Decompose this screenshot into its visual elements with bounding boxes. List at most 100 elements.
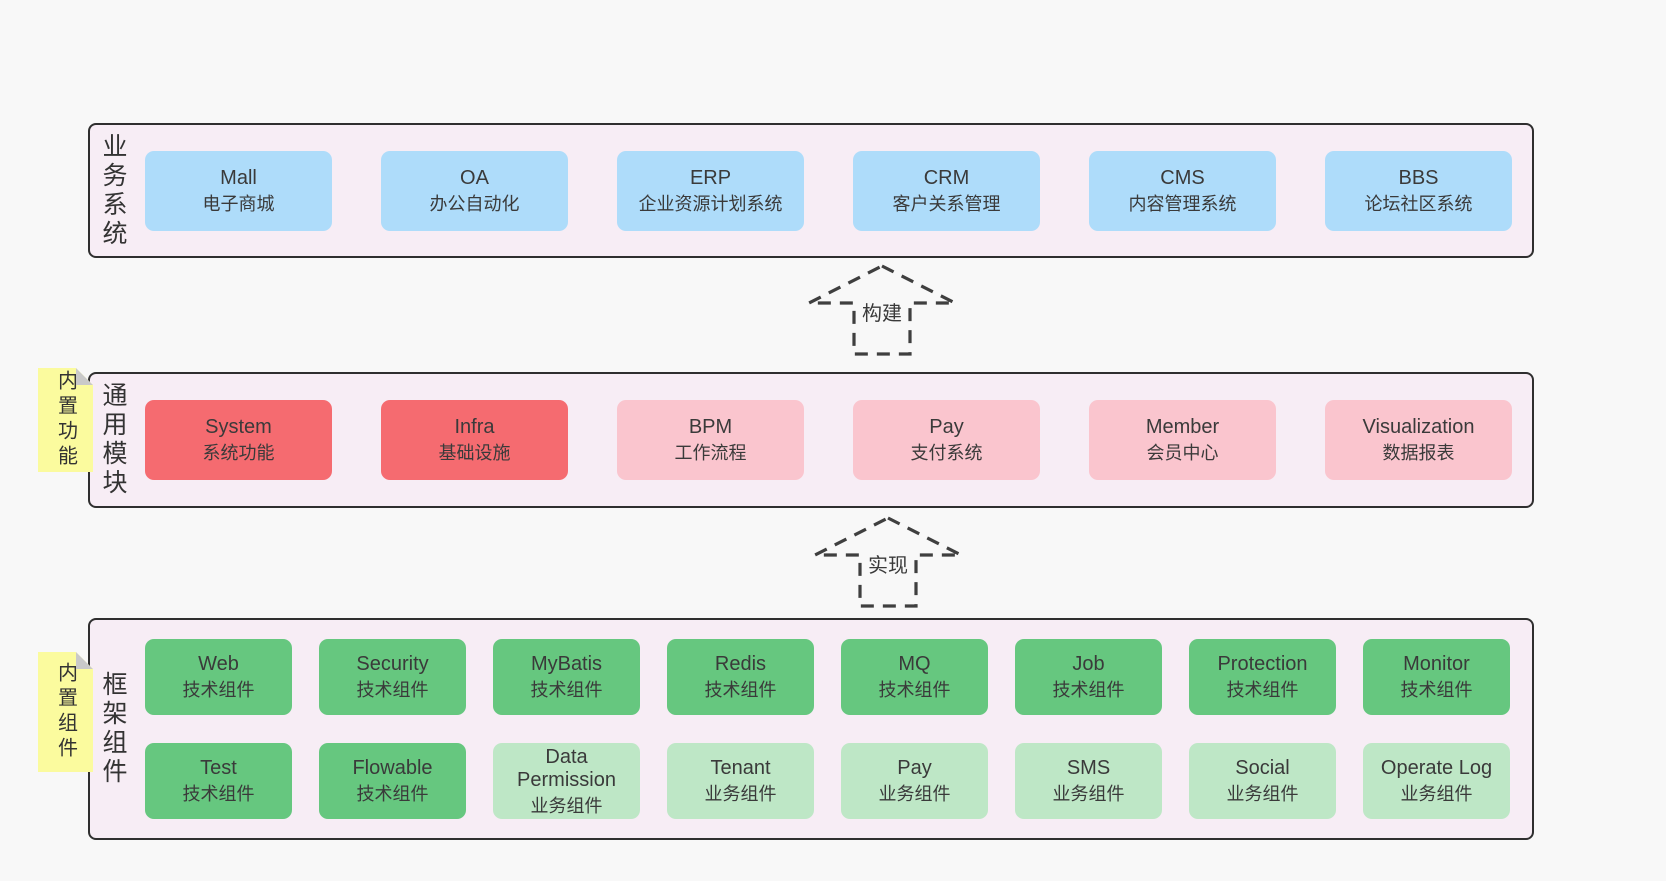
- box-subtitle: 技术组件: [1400, 680, 1473, 701]
- builtin-features-note: 内置功能: [38, 368, 93, 472]
- box-title: Security: [356, 653, 429, 676]
- box-erp: ERP 企业资源计划系统: [617, 150, 804, 231]
- box-social: Social 业务组件: [1189, 743, 1336, 819]
- box-title: System: [205, 416, 272, 439]
- box-title: Protection: [1217, 653, 1308, 676]
- box-subtitle: 基础设施: [438, 443, 511, 464]
- box-subtitle: 客户关系管理: [892, 193, 1001, 214]
- box-title: BBS: [1398, 166, 1439, 189]
- box-infra: Infra 基础设施: [381, 400, 568, 480]
- box-title: Tenant: [710, 757, 771, 780]
- box-member: Member 会员中心: [1089, 400, 1276, 480]
- box-bpm: BPM 工作流程: [617, 400, 804, 480]
- box-subtitle: 办公自动化: [429, 193, 520, 214]
- box-title: Test: [200, 757, 237, 780]
- implement-arrow: 实现: [808, 515, 968, 609]
- builtin-components-note: 内置组件: [38, 652, 93, 772]
- framework-components-section: 框架组件 Web 技术组件 Security 技术组件 MyBatis 技术组件…: [88, 618, 1534, 840]
- build-arrow: 构建: [802, 263, 962, 357]
- box-title: CRM: [923, 166, 970, 189]
- box-subtitle: 业务组件: [530, 795, 603, 816]
- box-monitor: Monitor 技术组件: [1363, 639, 1510, 715]
- box-title: Visualization: [1362, 416, 1475, 439]
- box-title: Social: [1235, 757, 1290, 780]
- box-title: Mall: [220, 166, 257, 189]
- implement-arrow-label: 实现: [865, 549, 911, 578]
- business-systems-section: 业务系统 Mall 电子商城 OA 办公自动化 ERP 企业资源计划系统 CRM…: [88, 123, 1534, 258]
- box-subtitle: 技术组件: [530, 680, 603, 701]
- business-box-row: Mall 电子商城 OA 办公自动化 ERP 企业资源计划系统 CRM 客户关系…: [145, 150, 1512, 231]
- box-security: Security 技术组件: [319, 639, 466, 715]
- box-title: BPM: [688, 416, 733, 439]
- box-test: Test 技术组件: [145, 743, 292, 819]
- box-subtitle: 电子商城: [202, 193, 275, 214]
- box-subtitle: 技术组件: [182, 680, 255, 701]
- box-subtitle: 技术组件: [1226, 680, 1299, 701]
- box-cms: CMS 内容管理系统: [1089, 150, 1276, 231]
- box-tenant: Tenant 业务组件: [667, 743, 814, 819]
- box-title: Pay: [929, 416, 964, 439]
- box-title: ERP: [689, 166, 732, 189]
- components-rows: Web 技术组件 Security 技术组件 MyBatis 技术组件 Redi…: [145, 639, 1510, 819]
- box-title: Data Permission: [517, 745, 616, 791]
- box-subtitle: 技术组件: [878, 680, 951, 701]
- note-text: 内置功能: [54, 370, 77, 470]
- build-arrow-label: 构建: [859, 297, 905, 326]
- box-subtitle: 业务组件: [704, 784, 777, 805]
- box-mybatis: MyBatis 技术组件: [493, 639, 640, 715]
- box-subtitle: 支付系统: [910, 443, 983, 464]
- box-title: Web: [198, 653, 239, 676]
- box-subtitle: 技术组件: [182, 784, 255, 805]
- box-system: System 系统功能: [145, 400, 332, 480]
- box-subtitle: 业务组件: [1226, 784, 1299, 805]
- box-subtitle: 业务组件: [1052, 784, 1125, 805]
- box-bbs: BBS 论坛社区系统: [1325, 150, 1512, 231]
- box-subtitle: 技术组件: [356, 680, 429, 701]
- common-modules-section: 通用模块 System 系统功能 Infra 基础设施 BPM 工作流程 Pay…: [88, 372, 1534, 508]
- box-title: Redis: [714, 653, 767, 676]
- business-section-label: 业务系统: [99, 132, 127, 249]
- note-text: 内置组件: [54, 662, 77, 762]
- components-row-2: Test 技术组件 Flowable 技术组件 Data Permission …: [145, 743, 1510, 819]
- box-pay-module: Pay 支付系统: [853, 400, 1040, 480]
- box-pay-component: Pay 业务组件: [841, 743, 988, 819]
- modules-section-label: 通用模块: [99, 382, 127, 498]
- box-title: Member: [1145, 416, 1220, 439]
- box-subtitle: 会员中心: [1146, 443, 1219, 464]
- box-visualization: Visualization 数据报表: [1325, 400, 1512, 480]
- dashed-up-arrow-icon: [814, 516, 962, 608]
- box-operate-log: Operate Log 业务组件: [1363, 743, 1510, 819]
- box-protection: Protection 技术组件: [1189, 639, 1336, 715]
- box-title: Job: [1072, 653, 1105, 676]
- box-title: Operate Log: [1380, 757, 1493, 780]
- box-subtitle: 工作流程: [674, 443, 747, 464]
- box-subtitle: 论坛社区系统: [1364, 193, 1473, 214]
- box-title: SMS: [1066, 757, 1111, 780]
- dashed-up-arrow-icon: [808, 264, 956, 356]
- box-title: MQ: [898, 653, 931, 676]
- box-subtitle: 企业资源计划系统: [638, 193, 783, 214]
- box-mall: Mall 电子商城: [145, 150, 332, 231]
- box-job: Job 技术组件: [1015, 639, 1162, 715]
- box-web: Web 技术组件: [145, 639, 292, 715]
- box-subtitle: 技术组件: [356, 784, 429, 805]
- box-subtitle: 业务组件: [1400, 784, 1473, 805]
- box-sms: SMS 业务组件: [1015, 743, 1162, 819]
- box-title: Monitor: [1403, 653, 1470, 676]
- box-flowable: Flowable 技术组件: [319, 743, 466, 819]
- box-redis: Redis 技术组件: [667, 639, 814, 715]
- box-title: CMS: [1160, 166, 1205, 189]
- box-subtitle: 业务组件: [878, 784, 951, 805]
- box-title: OA: [460, 166, 489, 189]
- box-mq: MQ 技术组件: [841, 639, 988, 715]
- box-crm: CRM 客户关系管理: [853, 150, 1040, 231]
- box-title: Pay: [897, 757, 932, 780]
- box-subtitle: 系统功能: [202, 443, 275, 464]
- box-data-permission: Data Permission 业务组件: [493, 743, 640, 819]
- modules-box-row: System 系统功能 Infra 基础设施 BPM 工作流程 Pay 支付系统…: [145, 400, 1512, 480]
- box-title: Infra: [454, 416, 495, 439]
- components-section-label: 框架组件: [99, 671, 127, 787]
- box-title: MyBatis: [530, 653, 603, 676]
- box-subtitle: 技术组件: [704, 680, 777, 701]
- box-subtitle: 内容管理系统: [1128, 193, 1237, 214]
